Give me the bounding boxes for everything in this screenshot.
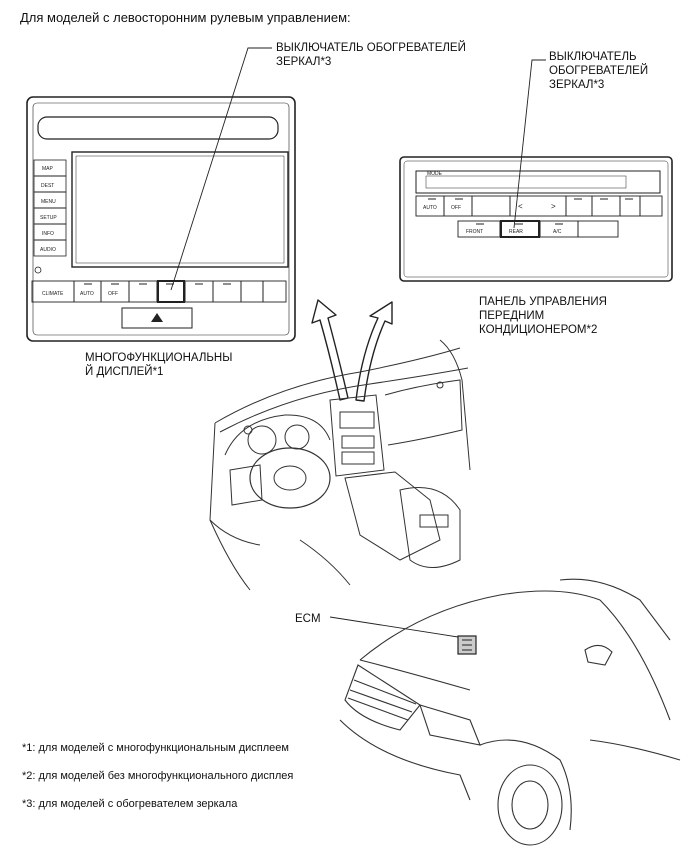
ac-control-panel xyxy=(399,156,673,282)
callout-mirror-heater-switch-panel: ВЫКЛЮЧАТЕЛЬ ОБОГРЕВАТЕЛЕЙ ЗЕРКАЛ*3 xyxy=(549,51,649,91)
svg-text:INFO: INFO xyxy=(42,231,54,237)
dashboard-illustration xyxy=(209,339,471,591)
svg-text:DEST: DEST xyxy=(41,183,54,189)
svg-text:OFF: OFF xyxy=(108,291,118,297)
callout-ecm: ECM xyxy=(295,613,321,625)
svg-text:FRONT: FRONT xyxy=(466,229,483,235)
footnote-1: *1: для моделей с многофункциональным ди… xyxy=(22,742,289,754)
svg-text:AUTO: AUTO xyxy=(80,291,94,297)
svg-text:CLIMATE: CLIMATE xyxy=(42,291,64,297)
svg-text:>: > xyxy=(551,202,556,211)
callout-multi-display: МНОГОФУНКЦИОНАЛЬНЫ Й ДИСПЛЕЙ*1 xyxy=(85,352,233,378)
vehicle-illustration xyxy=(339,578,681,846)
svg-text:REAR: REAR xyxy=(509,229,523,235)
pointer-arrows xyxy=(311,299,393,402)
svg-text:A/C: A/C xyxy=(553,229,562,235)
svg-text:AUDIO: AUDIO xyxy=(40,247,56,253)
svg-text:AUTO: AUTO xyxy=(423,205,437,211)
callout-mirror-heater-switch-display: ВЫКЛЮЧАТЕЛЬ ОБОГРЕВАТЕЛЕЙ ЗЕРКАЛ*3 xyxy=(276,42,466,68)
footnote-2: *2: для моделей без многофункционального… xyxy=(22,770,294,782)
page-title: Для моделей с левосторонним рулевым упра… xyxy=(20,10,351,25)
display-button-labels: MAP DEST MENU SETUP INFO AUDIO CLIMATE A… xyxy=(40,166,118,297)
leader-lines xyxy=(170,47,546,638)
svg-text:MAP: MAP xyxy=(42,166,54,172)
svg-text:SETUP: SETUP xyxy=(40,215,57,221)
multi-display-unit xyxy=(26,96,296,342)
svg-text:<: < xyxy=(518,202,523,211)
svg-text:OFF: OFF xyxy=(451,205,461,211)
svg-text:MENU: MENU xyxy=(41,199,56,205)
ac-panel-labels: MODE AUTO OFF < > FRONT REAR A/C xyxy=(423,171,562,235)
svg-text:MODE: MODE xyxy=(427,171,443,177)
footnote-3: *3: для моделей с обогревателем зеркала xyxy=(22,798,238,810)
callout-front-ac-panel: ПАНЕЛЬ УПРАВЛЕНИЯ ПЕРЕДНИМ КОНДИЦИОНЕРОМ… xyxy=(479,296,607,336)
